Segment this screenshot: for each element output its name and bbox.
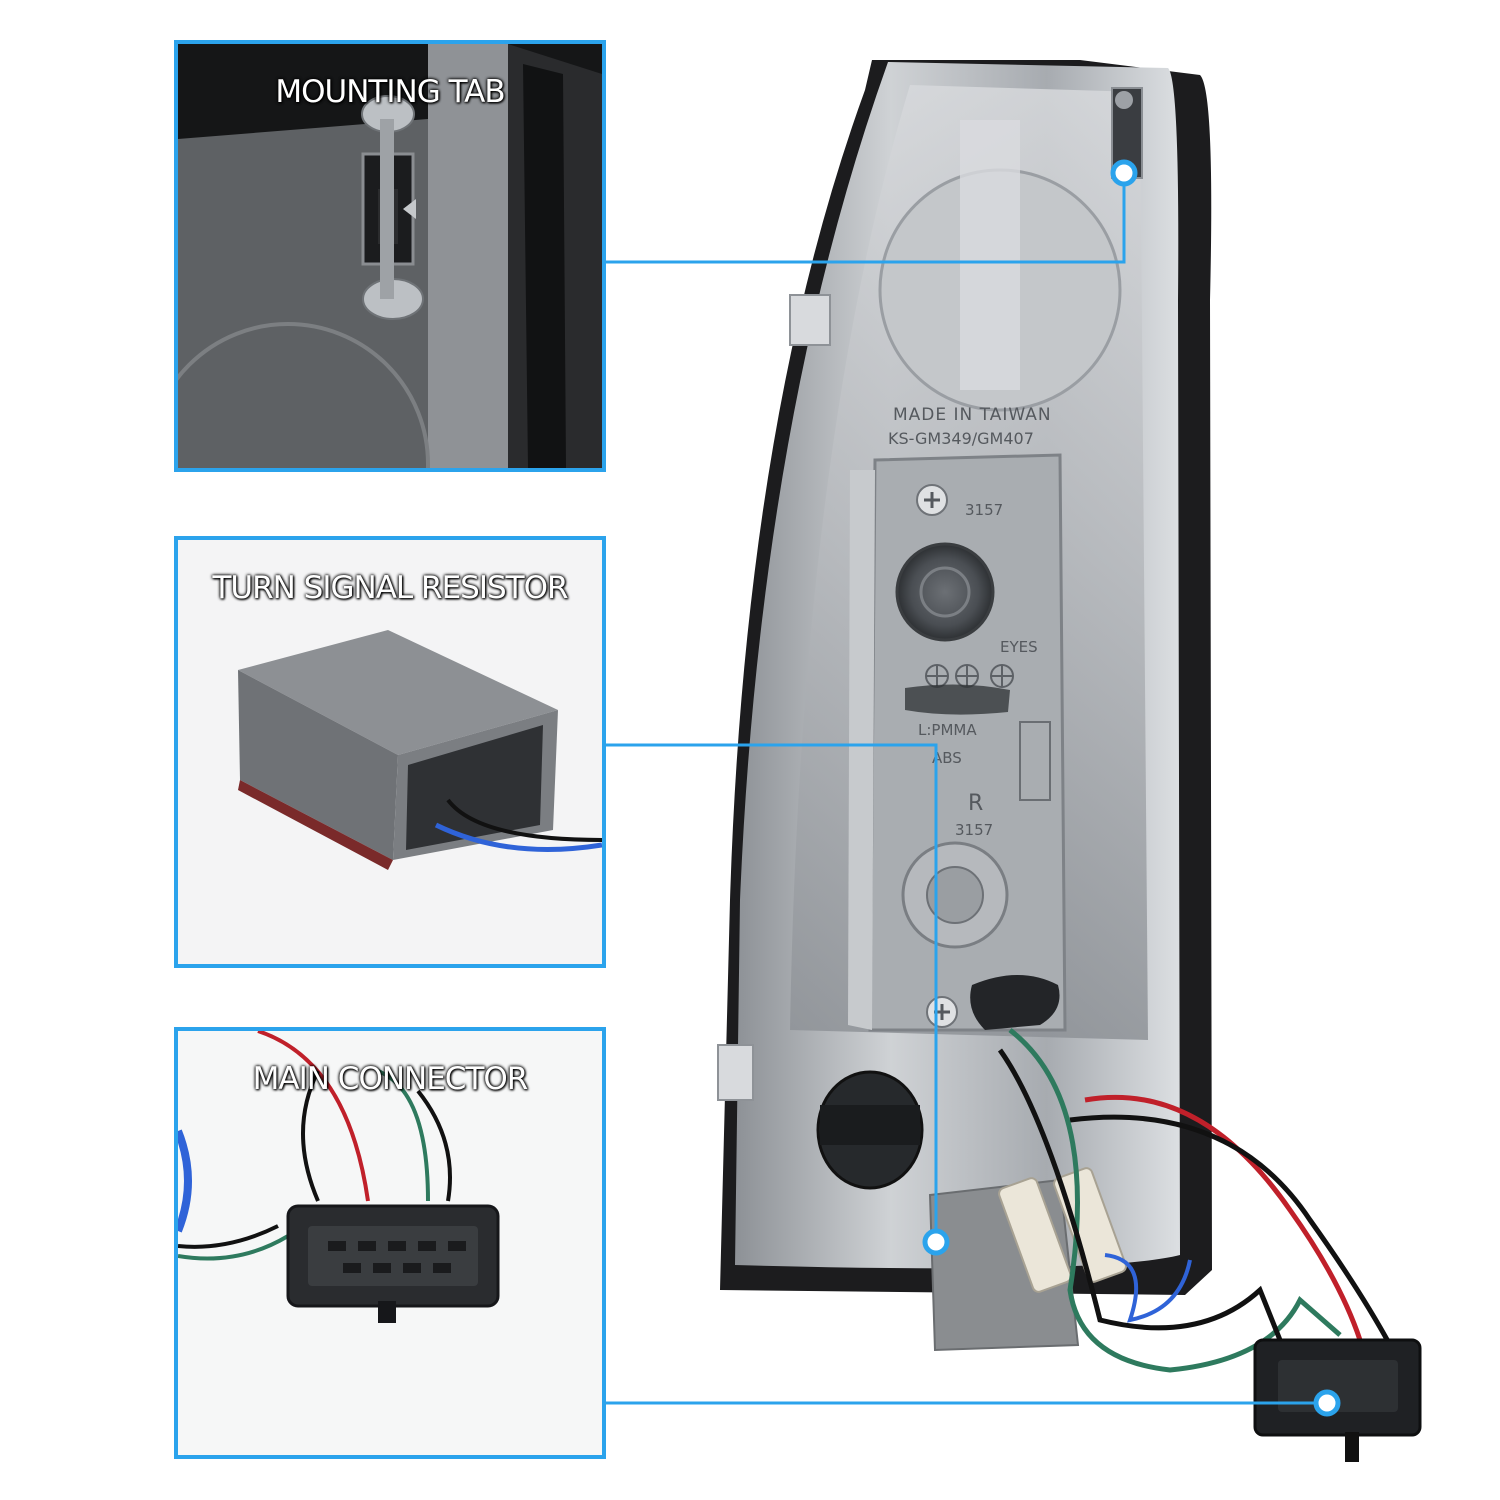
marking-part-number: KS-GM349/GM407 (888, 429, 1034, 448)
wire-green (1008, 1028, 1342, 1373)
housing-tab-left-upper (789, 294, 831, 346)
marking-material-pmma: L:PMMA (918, 721, 977, 739)
callout-dot-icon (1110, 159, 1138, 187)
wire-black-2 (997, 1048, 1283, 1341)
resistor-closeup (178, 540, 602, 964)
leader-turn-signal-resistor (606, 743, 938, 1242)
resistor-wire-black (446, 798, 602, 842)
callout-label-main-connector: MAIN CONNECTOR (252, 1061, 529, 1097)
connector-closeup (178, 1031, 602, 1455)
bulb-socket-upper (895, 542, 995, 642)
callout-label-mounting-tab: MOUNTING TAB (275, 74, 505, 110)
marking-recycle: R (968, 791, 983, 816)
wire-red (1084, 1094, 1363, 1341)
connector-wire-red (257, 1031, 370, 1202)
housing-tab-left-lower (717, 1044, 754, 1101)
mounting-tab-closeup (178, 44, 602, 468)
callout-label-turn-signal-resistor: TURN SIGNAL RESISTOR (212, 570, 568, 606)
marking-brand: EYES (1000, 638, 1038, 656)
connector-wire-black (301, 1070, 320, 1202)
wire-black-1 (1069, 1114, 1393, 1347)
callout-dot-icon (922, 1228, 950, 1256)
resistor-wire-blue (434, 822, 602, 852)
marking-bulb-lower: 3157 (955, 821, 993, 839)
marking-bulb-upper: 3157 (965, 501, 1003, 519)
inset-main-connector: MAIN CONNECTOR (174, 1027, 606, 1459)
marking-origin: MADE IN TAIWAN (893, 405, 1052, 425)
wire-blue (1104, 1253, 1192, 1323)
callout-dot-icon (1313, 1389, 1341, 1417)
wire-grommet (970, 975, 1060, 1030)
white-plug-left (998, 1177, 1072, 1293)
marking-material-abs: ABS (932, 749, 962, 767)
leader-mounting-tab (606, 173, 1126, 264)
connector-wire-green (377, 1069, 430, 1202)
inset-turn-signal-resistor: TURN SIGNAL RESISTOR (174, 536, 606, 968)
inset-mounting-tab: MOUNTING TAB (174, 40, 606, 472)
